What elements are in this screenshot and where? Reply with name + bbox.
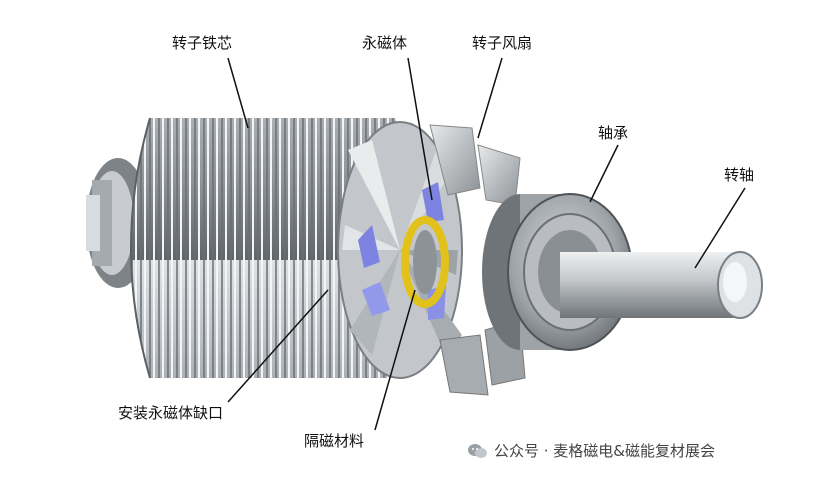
label-magnet-slot: 安装永磁体缺口 — [118, 404, 224, 422]
wechat-icon — [468, 443, 488, 459]
leader-shaft — [694, 187, 746, 269]
rotor-core — [130, 117, 414, 379]
watermark: 公众号 · 麦格磁电&磁能复材展会 — [468, 440, 715, 461]
leader-lines — [227, 57, 746, 431]
leader-magnet-slot — [227, 289, 329, 403]
leader-bearing — [589, 144, 619, 203]
label-bearing: 轴承 — [598, 124, 629, 142]
label-rotor-fan: 转子风扇 — [472, 34, 533, 52]
leader-rotor-core — [227, 57, 249, 129]
isolation-ring — [401, 216, 449, 308]
leader-rotor-fan — [477, 57, 503, 139]
leader-isolation — [374, 289, 416, 431]
label-shaft: 转轴 — [724, 166, 755, 184]
shaft — [560, 251, 763, 319]
label-rotor-core: 转子铁芯 — [172, 34, 233, 52]
label-permanent-magnet: 永磁体 — [362, 34, 408, 52]
leader-permanent-magnet — [407, 57, 433, 201]
label-isolation-material: 隔磁材料 — [304, 432, 365, 450]
watermark-text: 公众号 · 麦格磁电&磁能复材展会 — [494, 442, 716, 460]
